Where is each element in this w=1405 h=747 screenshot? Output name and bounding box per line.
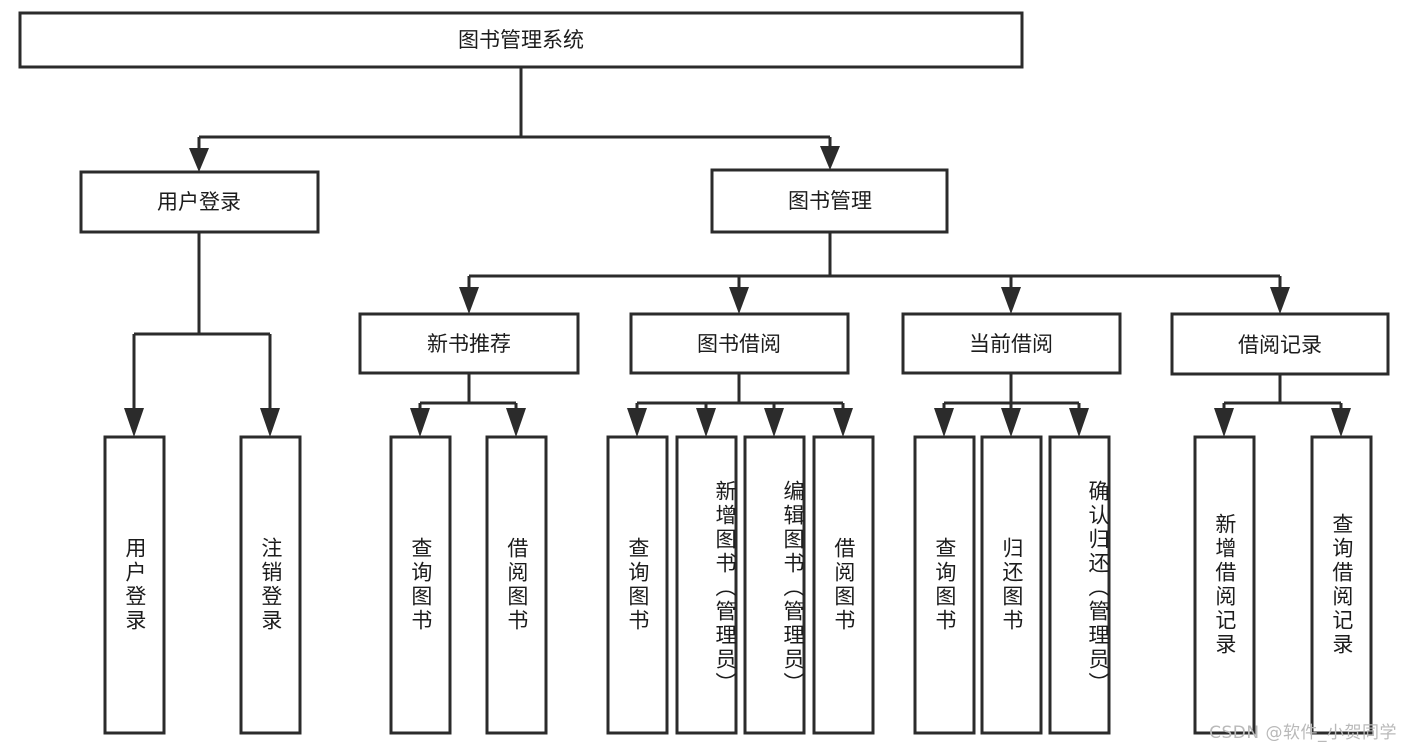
leaf-box-group xyxy=(103,435,1373,735)
leaf-box-br-add-record[interactable] xyxy=(1193,435,1256,735)
arrow-head-cb-leaf-1 xyxy=(934,408,954,437)
connector-group-new-book-children xyxy=(410,373,526,437)
node-user-login[interactable]: 用户登录 xyxy=(79,170,320,234)
connector-group-user-login-children xyxy=(124,232,280,437)
leaf-label-bb-borrow-book: 借阅图书 xyxy=(831,537,856,633)
node-new-book-recommend-box[interactable] xyxy=(358,312,580,375)
leaf-box-br-query-record[interactable] xyxy=(1310,435,1373,735)
arrow-head-user-login xyxy=(189,148,209,172)
arrow-head-bb-leaf-1 xyxy=(627,408,647,437)
node-book-borrow[interactable]: 图书借阅 xyxy=(629,312,850,375)
node-root-label: 图书管理系统 xyxy=(458,28,584,52)
csdn-watermark: CSDN @软件_小贺同学 xyxy=(1209,723,1397,743)
leaf-box-nb-query-book[interactable] xyxy=(389,435,452,735)
arrow-head-leaf-logout xyxy=(260,408,280,437)
arrow-head-bb-leaf-2 xyxy=(696,408,716,437)
leaf-box-bb-borrow-book[interactable] xyxy=(812,435,875,735)
leaf-box-logout[interactable] xyxy=(239,435,302,735)
leaf-box-cb-return-book[interactable] xyxy=(980,435,1043,735)
node-book-manage[interactable]: 图书管理 xyxy=(710,168,949,234)
leaf-box-cb-confirm-return[interactable] xyxy=(1048,435,1111,735)
node-book-manage-label: 图书管理 xyxy=(788,189,872,213)
arrow-head-leaf-user-login xyxy=(124,408,144,437)
leaf-box-nb-borrow-book[interactable] xyxy=(485,435,548,735)
arrow-head-current-borrow xyxy=(1001,287,1021,314)
arrow-head-new-book xyxy=(459,287,479,314)
arrow-head-br-leaf-2 xyxy=(1331,408,1351,437)
arrow-head-book-manage xyxy=(820,146,840,170)
arrow-head-cb-leaf-2 xyxy=(1001,408,1021,437)
node-user-login-box[interactable] xyxy=(79,170,320,234)
leaf-box-user-login[interactable] xyxy=(103,435,166,735)
arrow-head-borrow-record xyxy=(1270,287,1290,314)
arrow-head-cb-leaf-3 xyxy=(1069,408,1089,437)
leaf-label-cb-query-book: 查询图书 xyxy=(932,537,957,633)
leaf-box-bb-add-book[interactable] xyxy=(675,435,738,735)
leaf-box-bb-query-book[interactable] xyxy=(606,435,669,735)
leaf-label-bb-edit-book: 编辑图书（管理员） xyxy=(781,480,805,696)
node-new-book-recommend[interactable]: 新书推荐 xyxy=(358,312,580,375)
connector-group-current-borrow-children xyxy=(934,373,1089,437)
arrow-head-nb-leaf-1 xyxy=(410,408,430,437)
leaf-label-user-login: 用户登录 xyxy=(122,537,147,633)
arrow-head-nb-leaf-2 xyxy=(506,408,526,437)
leaf-label-br-query-record: 查询借阅记录 xyxy=(1329,513,1354,657)
leaf-label-cb-return-book: 归还图书 xyxy=(999,537,1024,633)
arrow-head-bb-leaf-4 xyxy=(833,408,853,437)
node-borrow-record[interactable]: 借阅记录 xyxy=(1170,312,1390,376)
node-current-borrow-label: 当前借阅 xyxy=(969,332,1053,356)
node-book-manage-box[interactable] xyxy=(710,168,949,234)
connector-group-root-to-level2 xyxy=(189,67,840,172)
node-borrow-record-box[interactable] xyxy=(1170,312,1390,376)
leaf-label-nb-borrow-book: 借阅图书 xyxy=(504,537,529,633)
node-new-book-recommend-label: 新书推荐 xyxy=(427,332,511,356)
node-root-system[interactable]: 图书管理系统 xyxy=(18,11,1024,69)
node-current-borrow-box[interactable] xyxy=(901,312,1122,375)
node-borrow-record-label: 借阅记录 xyxy=(1238,333,1322,357)
connector-group-borrow-record-children xyxy=(1214,374,1351,437)
arrow-head-book-borrow xyxy=(729,287,749,314)
leaf-label-nb-query-book: 查询图书 xyxy=(408,537,433,633)
leaf-label-cb-confirm-return: 确认归还（管理员） xyxy=(1086,480,1110,696)
node-book-borrow-label: 图书借阅 xyxy=(697,332,781,356)
connector-group-book-manage-children xyxy=(459,232,1290,314)
node-book-borrow-box[interactable] xyxy=(629,312,850,375)
arrow-head-br-leaf-1 xyxy=(1214,408,1234,437)
leaf-label-bb-add-book: 新增图书（管理员） xyxy=(713,480,737,696)
node-user-login-label: 用户登录 xyxy=(157,190,241,214)
connector-group-book-borrow-children xyxy=(627,373,853,437)
node-root-box[interactable] xyxy=(18,11,1024,69)
leaf-box-cb-query-book[interactable] xyxy=(913,435,976,735)
arrow-head-bb-leaf-3 xyxy=(764,408,784,437)
leaf-box-bb-edit-book[interactable] xyxy=(743,435,806,735)
leaf-label-logout: 注销登录 xyxy=(258,537,283,633)
leaf-label-br-add-record: 新增借阅记录 xyxy=(1212,513,1237,657)
leaf-label-bb-query-book: 查询图书 xyxy=(625,537,650,633)
node-current-borrow[interactable]: 当前借阅 xyxy=(901,312,1122,375)
